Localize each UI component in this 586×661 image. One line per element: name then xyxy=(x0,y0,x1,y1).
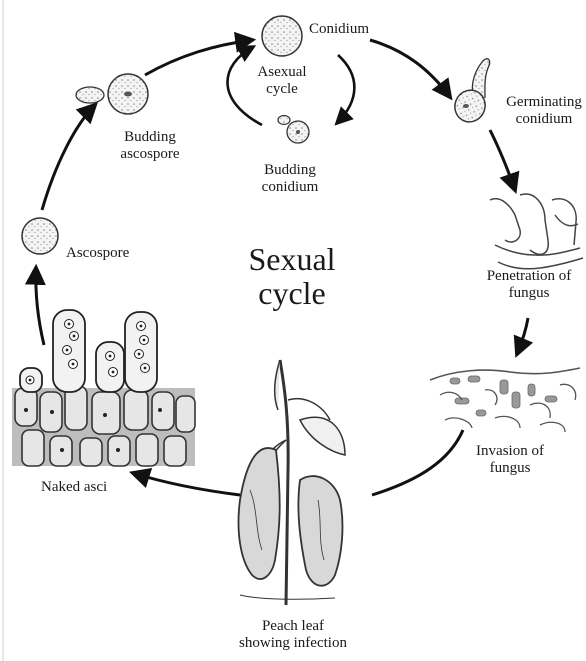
label-budding-conidium: Budding conidium xyxy=(245,162,335,197)
label-invasion-line2: fungus xyxy=(460,460,560,477)
label-sexual-cycle: Sexual cycle xyxy=(222,243,362,310)
label-invasion-line1: Invasion of xyxy=(460,443,560,460)
label-sexual-line2: cycle xyxy=(222,277,362,311)
label-penetration-line1: Penetration of xyxy=(473,268,585,285)
label-invasion: Invasion of fungus xyxy=(460,443,560,478)
label-budding-ascospore: Budding ascospore xyxy=(105,129,195,164)
penetration-icon xyxy=(490,194,583,269)
label-conidium: Conidium xyxy=(309,21,369,38)
label-penetration-line2: fungus xyxy=(473,285,585,302)
arrow-conidium-to-germinating xyxy=(370,40,450,97)
label-germinating-line2: conidium xyxy=(494,111,586,128)
label-naked-asci: Naked asci xyxy=(41,479,107,496)
label-conidium-line1: Conidium xyxy=(309,21,369,38)
label-germinating-conidium: Germinating conidium xyxy=(494,94,586,129)
budding-conidium-icon xyxy=(278,116,309,144)
label-germinating-line1: Germinating xyxy=(494,94,586,111)
label-asexual-line2: cycle xyxy=(252,81,312,98)
arrow-asci-to-ascospore xyxy=(36,268,44,345)
arrow-penetration-to-invasion xyxy=(517,318,528,354)
label-sexual-line1: Sexual xyxy=(222,243,362,277)
arrow-ascospore-to-budding xyxy=(42,105,95,210)
label-budding-ascospore-line2: ascospore xyxy=(105,146,195,163)
germinating-conidium-icon xyxy=(450,59,489,126)
label-peach-leaf-line2: showing infection xyxy=(228,635,358,652)
invasion-icon xyxy=(430,368,580,432)
budding-ascospore-icon xyxy=(76,74,148,114)
conidium-icon xyxy=(262,16,302,56)
arrow-leaf-to-asci xyxy=(133,473,240,495)
label-budding-ascospore-line1: Budding xyxy=(105,129,195,146)
naked-asci-icon xyxy=(12,310,195,466)
label-asexual-line1: Asexual xyxy=(252,64,312,81)
label-budding-conidium-line1: Budding xyxy=(245,162,335,179)
peach-leaf-icon xyxy=(239,360,346,605)
label-peach-leaf-line1: Peach leaf xyxy=(228,618,358,635)
label-peach-leaf: Peach leaf showing infection xyxy=(228,618,358,653)
ascospore-icon xyxy=(22,218,58,254)
label-asexual-cycle: Asexual cycle xyxy=(252,64,312,99)
label-ascospore-line1: Ascospore xyxy=(66,245,129,262)
label-ascospore: Ascospore xyxy=(66,245,129,262)
label-penetration: Penetration of fungus xyxy=(473,268,585,303)
label-naked-asci-line1: Naked asci xyxy=(41,479,107,496)
label-budding-conidium-line2: conidium xyxy=(245,179,335,196)
arrow-germinating-to-penetration xyxy=(490,130,515,190)
arrow-budding-to-conidium xyxy=(145,40,252,75)
arrow-invasion-to-leaf xyxy=(372,430,463,495)
arrow-conidium-to-budding xyxy=(337,55,354,123)
